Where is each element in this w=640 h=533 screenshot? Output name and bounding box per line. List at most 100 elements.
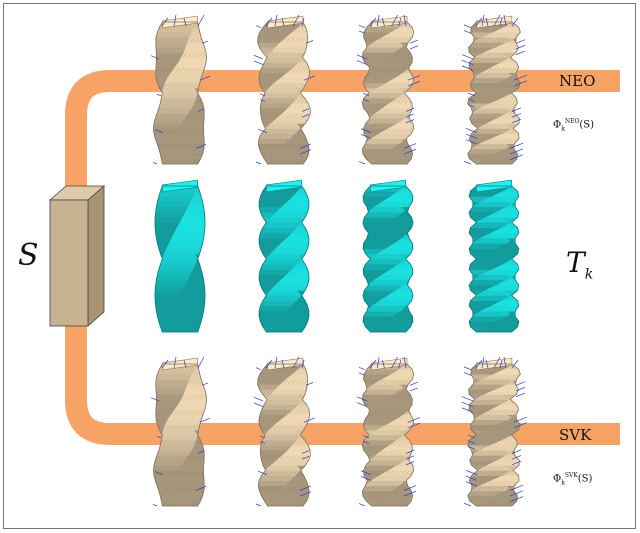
neo-bar-4-arrow [461,65,474,71]
svk-bar-4-arrow [515,387,526,392]
svk-bar-2-texture [260,455,283,461]
svk-bar-4-texture [481,409,519,415]
target-bar-2-face [259,227,299,234]
svk-bar-2-arrow-top [265,359,273,369]
svk-bar-4-arrow [461,396,474,402]
svk-bar-4-arrow-top [511,359,519,369]
neo-bar-4-arrow [509,142,524,149]
neo-bar-4-texture [489,98,518,104]
svk-bar-3-arrow [407,417,421,423]
svk-bar-1-face [189,373,202,380]
svk-bar-4-texture [505,485,515,491]
target-bar-2-face [262,258,303,265]
target-bar-2-face [269,248,309,255]
svk-bar-4-texture [503,364,519,370]
neo-bar-2 [253,14,316,165]
neo-bar-3-arrow [407,80,421,87]
svk-bar-3-face [364,480,408,487]
svk-bar-2-face [281,449,311,456]
svk-bar-2-face [271,495,310,502]
svk-bar-2-face [261,404,300,410]
svk-bar-2-arrow [305,382,314,386]
neo-bar-3-texture [362,52,395,58]
svk-bar-4-texture [467,440,502,446]
target-bar-2-face [269,211,309,218]
target-bar-1-face [154,289,184,296]
neo-bar-3-texture [371,158,412,164]
svk-bar-4-texture [473,379,517,385]
svk-bar-3-texture [402,455,411,461]
target-bar-1-face [154,300,178,307]
target-bar-3-outline [362,185,414,333]
neo-bar-1-arrow [152,162,158,165]
svk-bar-4-arrow-top [493,356,501,369]
neo-bar-2-arrow [259,93,266,97]
neo-bar-2-arrow [305,40,314,44]
target-bar-1-face [171,305,205,312]
svk-bar-1-face [167,414,204,421]
svk-bar-2-texture [287,409,310,415]
neo-bar-3-texture [379,128,414,134]
svk-bar-3-arrow [403,485,417,491]
svk-bar-4-texture [471,470,514,476]
svk-bar-3-arrow-top [398,359,402,369]
svk-bar-1-face [155,389,187,395]
svk-bar-3-texture [387,394,413,400]
neo-bar-2-texture [260,98,297,104]
target-bar-2-outline [258,185,310,333]
svk-bar-1-face [154,480,175,487]
svk-bar-2-texture [258,485,287,491]
svk-bar-1-texture [156,394,184,400]
svk-bar-4-arrow [463,372,472,376]
neo-bar-1-texture [162,158,201,164]
neo-bar-4-texture [505,143,515,149]
svk-bar-2-texture [261,470,301,476]
target-bar-3 [362,179,414,333]
neo-label: NEO [559,72,596,90]
svk-bar-1-arrow-top [197,356,205,369]
neo-bar-1-face [156,107,193,114]
neo-bar-2-arrow-top [292,14,300,27]
svk-bar-2-face [258,475,297,481]
neo-bar-4-texture [507,37,517,43]
target-bar-1-face [168,237,204,244]
neo-bar-1-arrow-top [161,17,169,27]
svk-bar-4-texture [497,455,520,461]
svk-bar-1-face [173,475,205,481]
neo-bar-2-arrow [257,128,268,134]
neo-bar-1-face [155,47,187,53]
svk-bar-1-face [156,399,183,405]
svk-bar-3-texture [362,485,400,491]
neo-bar-4-arrow-top [485,17,489,27]
neo-bar-3-arrow [356,54,368,60]
svk-bar-2-texture [295,470,304,476]
svk-bar-2-arrow [257,470,268,476]
neo-bar-1-face [158,102,196,109]
phi-neo-label: ΦkNEO(S) [553,118,595,133]
svk-bar-1-texture [153,470,179,476]
neo-bar-3-texture [400,22,412,28]
neo-bar-3-texture [387,52,413,58]
target-bar-1-face [182,284,206,291]
svk-bar-2-arrow [299,491,312,497]
neo-bar-1-face [177,123,204,129]
svk-bar-2-texture [259,409,294,415]
neo-bar-1-face [161,87,199,94]
target-bar-4 [468,179,520,333]
svk-bar-1-arrow-top [173,356,177,369]
neo-bar-1-texture [170,143,205,149]
target-bar-1-face [166,316,203,322]
neo-bar-3-texture [402,113,411,119]
neo-bar-1-arrow [199,75,211,81]
neo-bar-4-arrow [463,24,472,29]
neo-bar-3-arrow [358,30,366,34]
neo-bar-4-texture [469,113,507,119]
neo-bar-1-arrow [156,93,162,97]
neo-bar-4-texture [503,128,519,134]
neo-bar-1-face [164,77,202,84]
svk-bar-3-texture [389,440,412,446]
neo-bar-3-arrow-top [403,14,407,27]
svk-bar-1-texture [162,500,201,506]
svk-bar-1-texture [160,440,197,446]
